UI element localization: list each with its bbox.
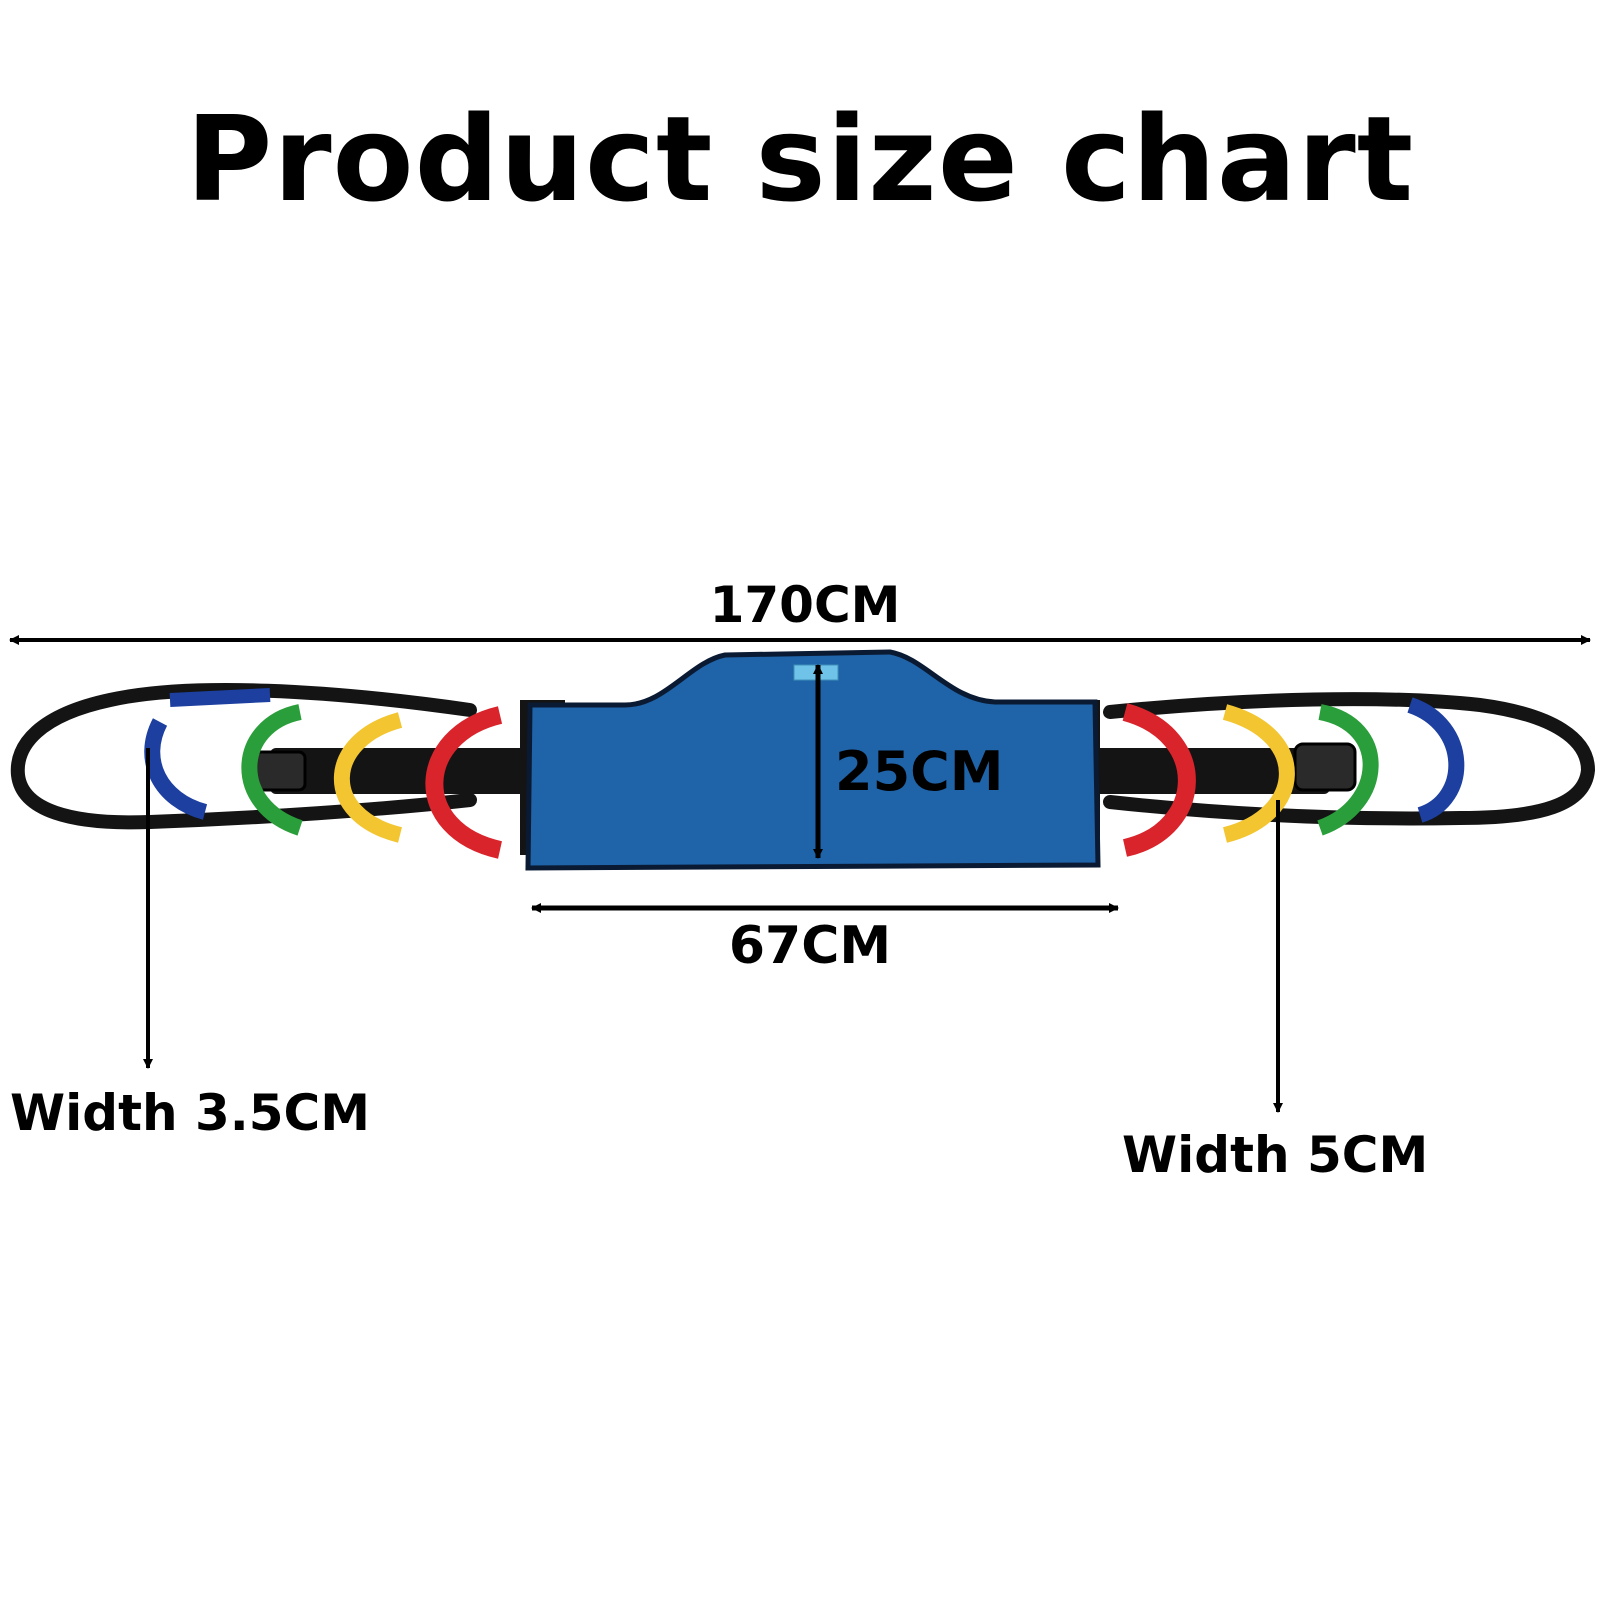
main-strap-width-label: Width 5CM (1122, 1126, 1429, 1184)
left-red-handle (425, 706, 503, 859)
right-buckle (1293, 742, 1357, 792)
left-green-handle (241, 704, 303, 836)
small-strap-width-label: Width 3.5CM (10, 1084, 371, 1142)
blue-pad (525, 649, 1101, 871)
right-red-handle (1122, 703, 1196, 857)
right-green-handle (1316, 704, 1379, 836)
dimension-arrows (9, 635, 1591, 1113)
transfer-belt-image (10, 649, 1596, 871)
pad-height-label: 25CM (835, 740, 1004, 803)
right-yellow-handle (1222, 704, 1295, 843)
pad-length-label: 67CM (728, 916, 892, 976)
right-outer-strap-loop (1103, 692, 1596, 826)
right-blue-handle (1407, 697, 1465, 823)
page-title: Product size chart (185, 90, 1415, 228)
total-length-label: 170CM (709, 576, 901, 634)
left-blue-handle (144, 718, 208, 820)
left-blue-handle-top (169, 688, 271, 707)
left-buckle (253, 750, 307, 792)
left-yellow-handle (333, 712, 403, 843)
left-main-strap (270, 748, 560, 794)
